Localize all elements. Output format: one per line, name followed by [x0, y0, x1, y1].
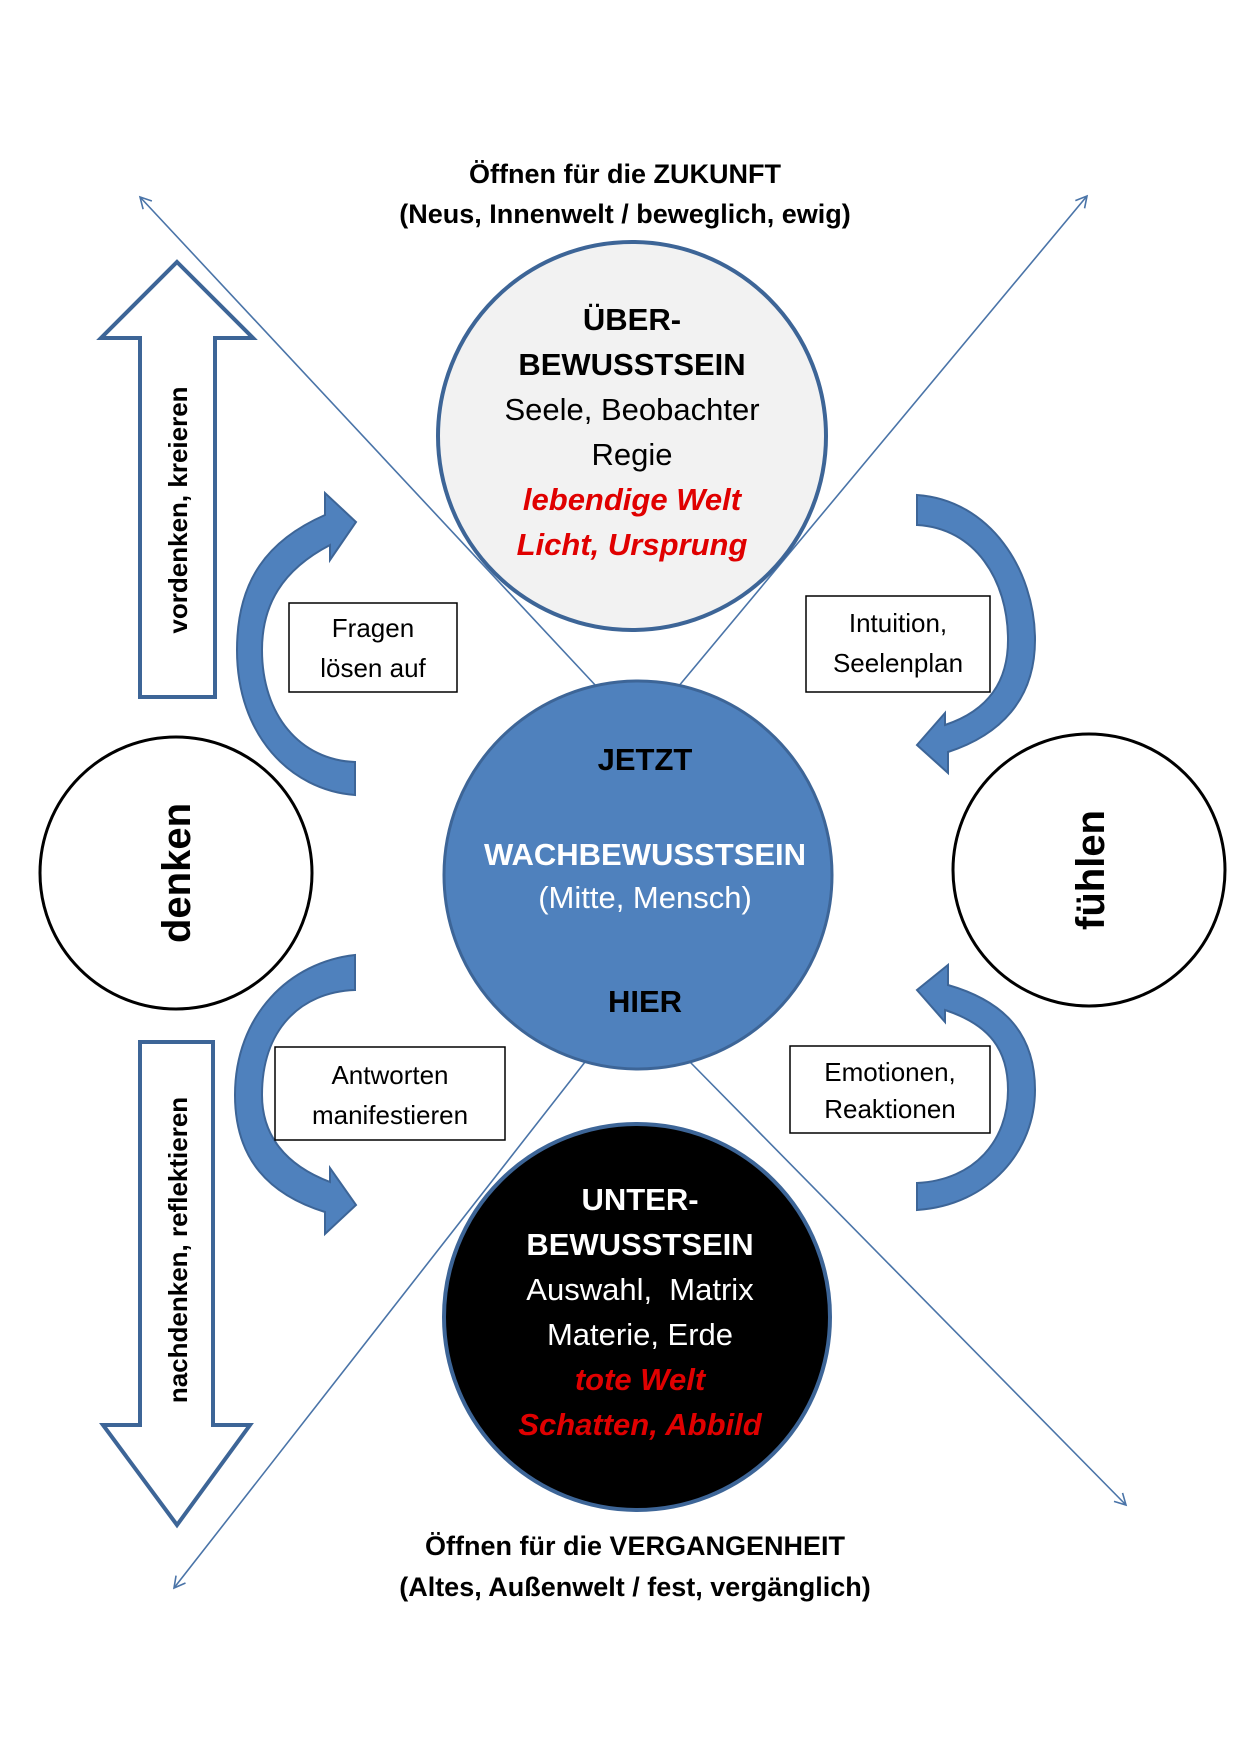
superconscious-title1: ÜBER- — [583, 302, 681, 337]
box-emotions: Emotionen, Reaktionen — [789, 1045, 991, 1134]
up-block-arrow — [96, 259, 258, 699]
subconscious-red2: Schatten, Abbild — [518, 1407, 762, 1442]
diagonal-future-right-arrow — [677, 194, 1089, 688]
superconscious-circle — [436, 240, 828, 632]
box-intuition-line2: Seelenplan — [833, 648, 963, 678]
down-block-arrow — [99, 1040, 254, 1529]
box-questions-line1: Fragen — [332, 613, 414, 643]
waking-consciousness-circle — [442, 679, 834, 1071]
future-caption-line1: Öffnen für die ZUKUNFT — [469, 159, 781, 189]
box-intuition-line1: Intuition, — [849, 608, 947, 638]
subconscious-line1: Auswahl, Matrix — [526, 1272, 754, 1307]
box-emotions-line1: Emotionen, — [824, 1057, 956, 1087]
center-here-label: HIER — [608, 984, 682, 1019]
subconscious-title2: BEWUSSTSEIN — [526, 1227, 753, 1262]
box-answers: Antworten manifestieren — [274, 1046, 506, 1141]
box-intuition: Intuition, Seelenplan — [805, 595, 991, 693]
diagonal-future-left-arrow — [138, 195, 598, 688]
box-emotions-line2: Reaktionen — [824, 1094, 956, 1124]
subconscious-title1: UNTER- — [581, 1182, 698, 1217]
subconscious-line2: Materie, Erde — [547, 1317, 733, 1352]
center-subtitle: (Mitte, Mensch) — [538, 880, 752, 915]
curved-arrow-answers — [233, 953, 358, 1237]
superconscious-title2: BEWUSSTSEIN — [518, 347, 745, 382]
superconscious-red1: lebendige Welt — [523, 482, 743, 517]
subconscious-circle — [442, 1122, 832, 1512]
box-answers-line1: Antworten — [331, 1060, 448, 1090]
future-caption-line2: (Neus, Innenwelt / beweglich, ewig) — [399, 199, 851, 229]
feeling-circle — [951, 732, 1227, 1008]
center-now-label: JETZT — [598, 742, 693, 777]
box-answers-line2: manifestieren — [312, 1100, 468, 1130]
diagonal-past-right-arrow — [689, 1061, 1128, 1507]
box-questions: Fragen lösen auf — [288, 602, 458, 693]
thinking-circle — [38, 735, 314, 1011]
superconscious-line2: Regie — [592, 437, 673, 472]
subconscious-red1: tote Welt — [575, 1362, 707, 1397]
box-questions-line2: lösen auf — [320, 653, 426, 683]
past-caption-line1: Öffnen für die VERGANGENHEIT — [425, 1531, 846, 1561]
feeling-label: fühlen — [1069, 810, 1113, 930]
superconscious-line1: Seele, Beobachter — [504, 392, 759, 427]
curved-arrow-emotions — [915, 962, 1037, 1212]
superconscious-red2: Licht, Ursprung — [517, 527, 748, 562]
up-arrow-label: vordenken, kreieren — [163, 386, 193, 633]
diagonal-past-left-arrow — [172, 1061, 586, 1590]
curved-arrow-intuition — [915, 493, 1037, 776]
curved-arrow-questions — [235, 490, 358, 797]
down-arrow-label: nachdenken, reflektieren — [163, 1097, 193, 1403]
center-title: WACHBEWUSSTSEIN — [484, 837, 806, 872]
past-caption-line2: (Altes, Außenwelt / fest, vergänglich) — [399, 1572, 871, 1602]
thinking-label: denken — [155, 803, 199, 943]
